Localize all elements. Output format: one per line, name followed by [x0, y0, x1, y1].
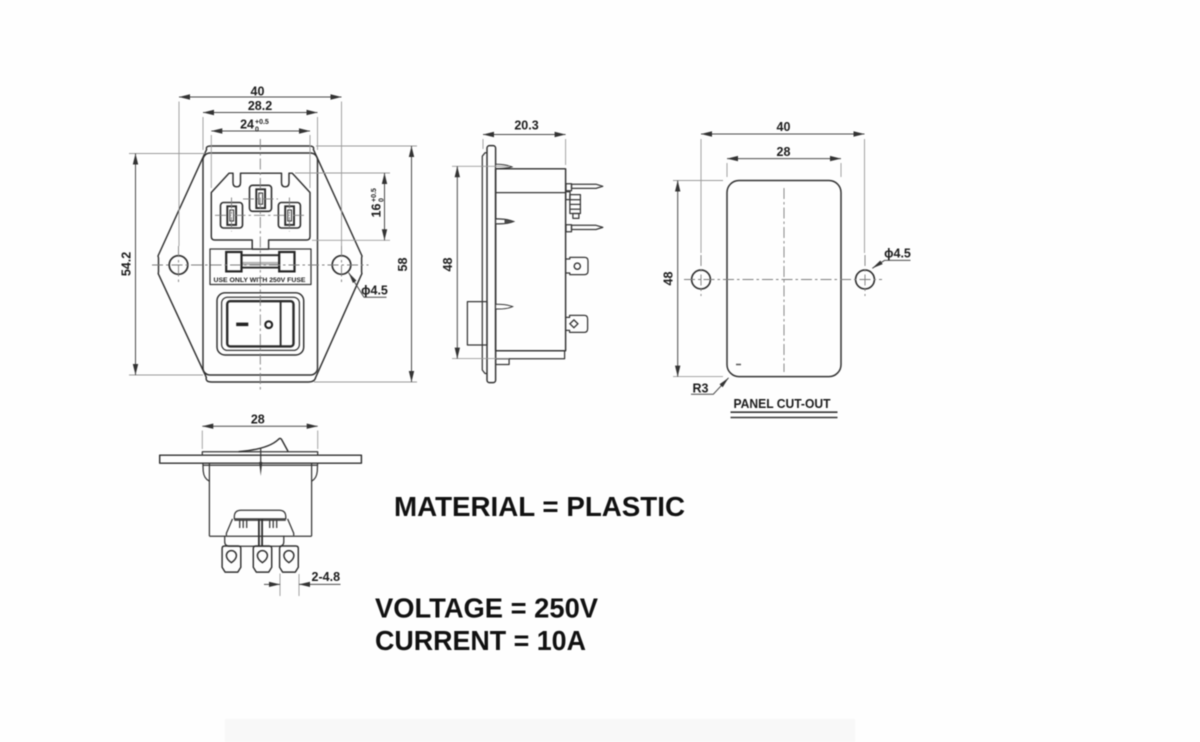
svg-text:28: 28: [251, 413, 265, 427]
svg-text:+0.5: +0.5: [255, 119, 269, 126]
svg-text:54.2: 54.2: [120, 252, 134, 276]
svg-text:16: 16: [370, 204, 384, 218]
svg-text:R3: R3: [693, 382, 709, 396]
svg-text:CURRENT = 10A: CURRENT = 10A: [375, 625, 586, 656]
svg-text:48: 48: [662, 272, 676, 286]
svg-text:+0.5: +0.5: [371, 188, 378, 202]
svg-text:0: 0: [255, 127, 259, 134]
svg-text:24: 24: [240, 118, 254, 132]
svg-text:MATERIAL = PLASTIC: MATERIAL = PLASTIC: [394, 491, 685, 522]
svg-text:28: 28: [777, 145, 791, 159]
svg-text:USE ONLY WITH 250V FUSE: USE ONLY WITH 250V FUSE: [214, 277, 307, 284]
svg-text:2-4.8: 2-4.8: [312, 570, 341, 584]
svg-text:40: 40: [251, 85, 265, 99]
svg-text:ϕ4.5: ϕ4.5: [884, 246, 911, 260]
svg-text:20.3: 20.3: [514, 119, 538, 133]
svg-text:0: 0: [379, 198, 386, 202]
svg-text:48: 48: [441, 258, 455, 272]
svg-text:58: 58: [396, 258, 410, 272]
svg-text:VOLTAGE = 250V: VOLTAGE = 250V: [375, 593, 598, 624]
svg-text:PANEL CUT-OUT: PANEL CUT-OUT: [734, 397, 831, 411]
svg-text:ϕ4.5: ϕ4.5: [361, 284, 388, 298]
svg-text:28.2: 28.2: [248, 99, 272, 113]
svg-text:40: 40: [777, 120, 791, 134]
